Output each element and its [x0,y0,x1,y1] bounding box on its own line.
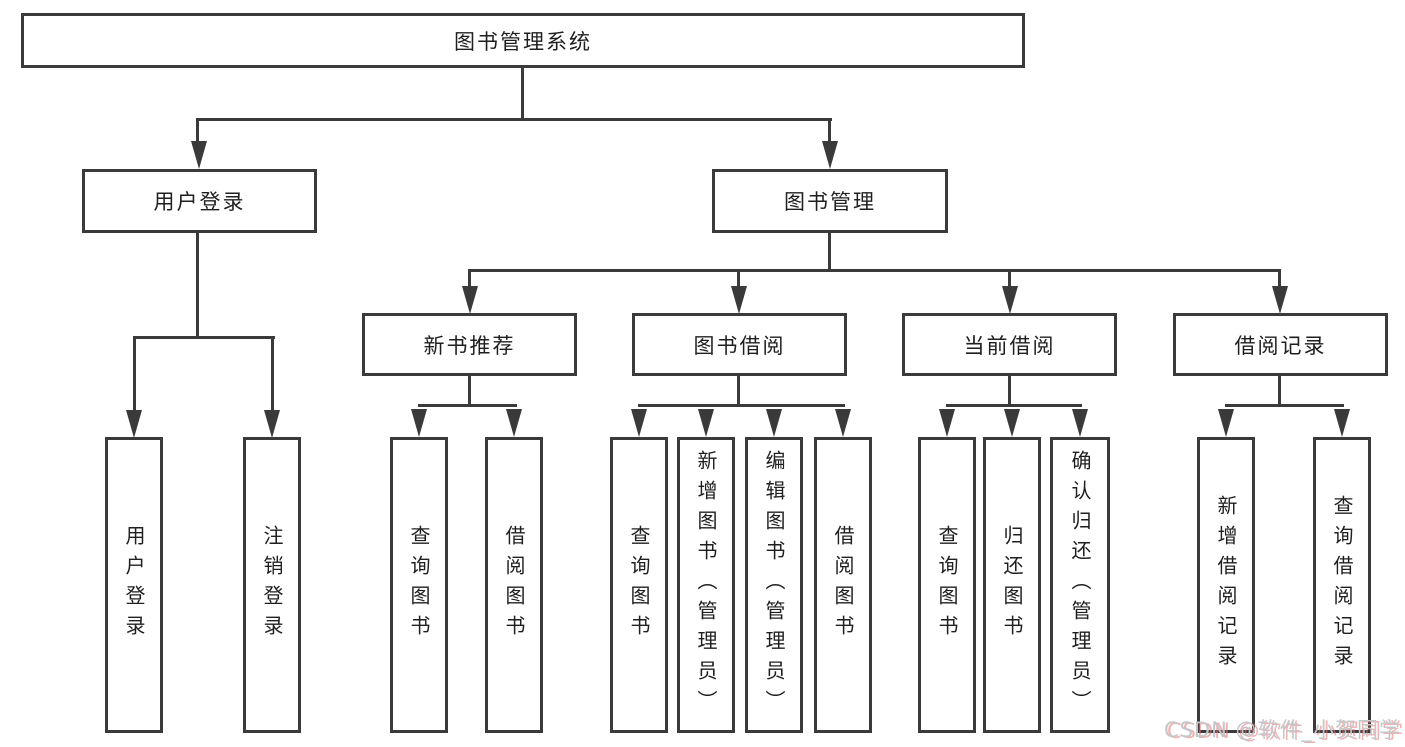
connector-line [828,118,831,145]
node-book-management: 图书管理 [712,169,948,233]
connector-line [737,269,740,289]
connector-line [468,269,471,289]
arrow-down-icon [1334,409,1350,437]
node-current-borrow: 当前借阅 [902,313,1117,376]
leaf-current-query-books: 查询图书 [918,437,976,733]
node-user-login: 用户登录 [82,169,317,233]
connector-line [1225,404,1344,407]
arrow-down-icon [462,286,478,314]
connector-line [1278,376,1281,407]
node-book-borrow: 图书借阅 [632,313,847,376]
arrow-down-icon [506,409,522,437]
arrow-down-icon [631,409,647,437]
connector-line [1008,269,1011,289]
connector-line [197,118,832,121]
leaf-borrow-query-books: 查询图书 [610,437,668,733]
arrow-down-icon [264,410,280,438]
leaf-user-login: 用户登录 [105,437,163,733]
leaf-records-add-record: 新增借阅记录 [1197,437,1255,733]
leaf-borrow-add-books-admin: 新增图书（管理员） [677,437,735,733]
leaf-logout: 注销登录 [243,437,301,733]
connector-line [1278,269,1281,289]
leaf-borrow-borrow-books: 借阅图书 [814,437,872,733]
arrow-down-icon [126,410,142,438]
connector-line [468,269,1281,272]
connector-line [196,118,199,145]
connector-line [737,376,740,407]
arrow-down-icon [731,286,747,314]
arrow-down-icon [191,141,207,169]
arrow-down-icon [766,409,782,437]
connector-line [196,233,199,339]
arrow-down-icon [1002,286,1018,314]
leaf-borrow-edit-books-admin: 编辑图书（管理员） [745,437,803,733]
connector-line [418,404,517,407]
arrow-down-icon [411,409,427,437]
connector-line [828,233,831,272]
leaf-current-return-books: 归还图书 [983,437,1041,733]
csdn-watermark: CSDN @软件_小贺同学 [1163,718,1401,742]
arrow-down-icon [1004,409,1020,437]
arrow-down-icon [1218,409,1234,437]
arrow-down-icon [835,409,851,437]
arrow-down-icon [698,409,714,437]
leaf-newbook-query-books: 查询图书 [390,437,448,733]
arrow-down-icon [939,409,955,437]
node-root-library-system: 图书管理系统 [21,13,1025,68]
connector-line [468,376,471,407]
node-new-book-recommend: 新书推荐 [362,313,577,376]
arrow-down-icon [1272,286,1288,314]
connector-line [1008,376,1011,407]
node-borrow-records: 借阅记录 [1173,313,1388,376]
leaf-newbook-borrow-books: 借阅图书 [485,437,543,733]
connector-line [133,336,136,414]
leaf-records-query-record: 查询借阅记录 [1313,437,1371,733]
connector-line [133,336,275,339]
leaf-current-confirm-return-admin: 确认归还（管理员） [1050,437,1110,733]
arrow-down-icon [1072,409,1088,437]
connector-line [271,336,274,414]
connector-line [946,404,1082,407]
arrow-down-icon [822,141,838,169]
connector-line [638,404,845,407]
connector-line [521,68,524,121]
